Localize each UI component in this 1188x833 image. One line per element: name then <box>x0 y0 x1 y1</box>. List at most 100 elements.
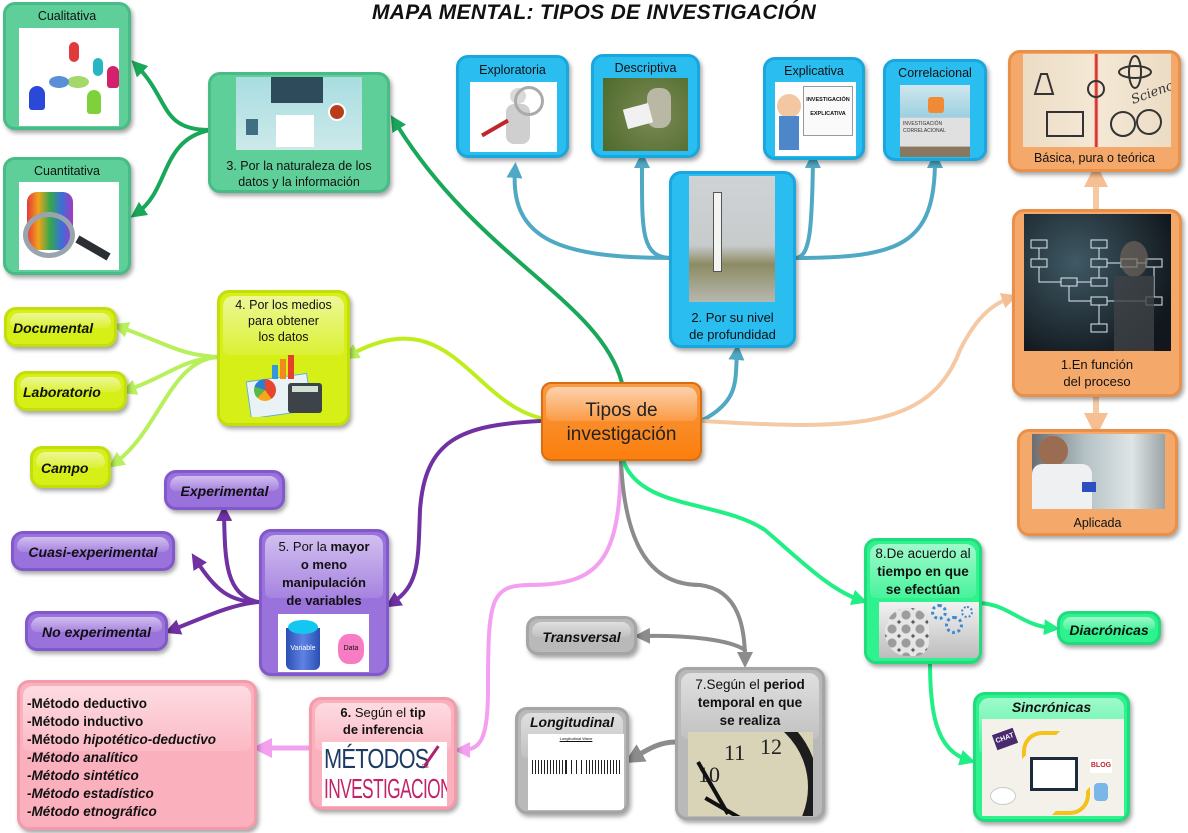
people-magnifier-image <box>19 182 119 270</box>
correlacional-cover-line2: CORRELACIONAL <box>903 128 946 134</box>
branch7-label-prefix: 7.Según el <box>695 677 760 692</box>
branch5-label-bold4: de variables <box>286 593 362 608</box>
longitudinal-node[interactable]: Longitudinal Longitudinal Wave <box>515 707 629 814</box>
branch3-node[interactable]: 3. Por la naturaleza de los datos y la i… <box>208 72 390 193</box>
cualitativa-node[interactable]: Cualitativa <box>3 2 131 130</box>
variable-bucket: Variable <box>286 628 320 670</box>
laboratorio-node[interactable]: Laboratorio <box>14 371 127 411</box>
cuasi-experimental-node[interactable]: Cuasi-experimental <box>11 531 175 571</box>
aplicada-node[interactable]: Aplicada <box>1017 429 1178 536</box>
person-drawing-flowchart-image <box>1024 214 1171 351</box>
center-node[interactable]: Tipos de investigación <box>541 382 702 461</box>
cuantitativa-node[interactable]: Cuantitativa <box>3 157 131 275</box>
branch4-node[interactable]: 4. Por los medios para obtener los datos <box>217 290 350 426</box>
sincronicas-node[interactable]: Sincrónicas CHAT BLOG <box>973 692 1130 822</box>
link-branch2-descriptiva <box>633 152 674 260</box>
person-writing-field-image <box>603 78 688 151</box>
branch6-label-num: 6. <box>340 705 352 720</box>
experimental-label: Experimental <box>180 483 269 499</box>
branch1-node[interactable]: 1.En función del proceso <box>1012 209 1182 397</box>
link-branch5-experimental <box>216 505 260 604</box>
exploratoria-node[interactable]: Exploratoria <box>456 55 569 158</box>
transversal-node[interactable]: Transversal <box>526 616 637 655</box>
methods-list: -Método deductivo -Método inductivo -Mét… <box>27 695 216 821</box>
branch7-node[interactable]: 7.Según el period temporal en que se rea… <box>675 667 825 820</box>
method-item: -Método etnográfico <box>27 803 216 821</box>
branch5-node[interactable]: 5. Por la mayor o meno manipulación de v… <box>259 529 389 676</box>
branch3-label: 3. Por la naturaleza de los datos y la i… <box>211 158 387 190</box>
chat-blog-laptop-image: CHAT BLOG <box>982 719 1124 816</box>
cuasi-experimental-label: Cuasi-experimental <box>28 544 158 560</box>
branch5-label-bold2: o meno <box>300 557 348 572</box>
branch1-label-line2: del proceso <box>1063 374 1131 389</box>
branch1-label: 1.En función del proceso <box>1015 356 1179 390</box>
branch7-label: 7.Según el period temporal en que se rea… <box>678 676 822 730</box>
branch3-label-line2: datos y la información <box>238 175 360 189</box>
explicativa-board-line2: EXPLICATIVA <box>810 111 846 117</box>
clock-head-gears-image <box>879 602 979 658</box>
method-item: -Método deductivo <box>27 695 216 713</box>
branch2-node[interactable]: 2. Por su nivel de profundidad <box>669 171 796 348</box>
longitudinal-wave-diagram: Longitudinal Wave <box>528 734 624 810</box>
coffee-cup-shape <box>328 103 346 121</box>
link-branch3-cualitativa <box>131 60 212 132</box>
link-center-branch1 <box>701 293 1018 427</box>
method-text: sintético <box>83 768 139 783</box>
exploratoria-label: Exploratoria <box>479 63 546 77</box>
basica-label: Básica, pura o teórica <box>1034 151 1155 165</box>
charts-calculator-image <box>242 355 330 417</box>
method-item: -Método estadístico <box>27 785 216 803</box>
link-branch4-campo <box>108 355 220 468</box>
link-branch3-cuantitativa <box>130 128 212 218</box>
branch2-label-line2: de profundidad <box>689 327 776 342</box>
branch5-label: 5. Por la mayor o meno manipulación de v… <box>262 538 386 610</box>
chat-badge: CHAT <box>991 727 1019 751</box>
svg-text:Science: Science <box>1129 76 1171 108</box>
branch3-label-line1: 3. Por la naturaleza de los <box>226 159 372 173</box>
branch7-label-bold1: period <box>763 677 805 692</box>
branch7-label-bold2: temporal en que <box>697 695 803 710</box>
diacronicas-node[interactable]: Diacrónicas <box>1057 611 1161 645</box>
branch6-node[interactable]: 6. Según el tip de inferencia MÉTODOS DE… <box>309 697 457 810</box>
document-shape <box>276 115 314 147</box>
branch7-label-bold3: se realiza <box>719 713 781 728</box>
calculator-shape <box>246 119 258 135</box>
descriptiva-node[interactable]: Descriptiva <box>591 54 700 158</box>
branch4-label: 4. Por los medios para obtener los datos <box>220 297 347 345</box>
link-branch7-transversal <box>634 627 747 652</box>
logo-investigacion: INVESTIGACION <box>324 773 447 804</box>
basica-node[interactable]: Science Básica, pura o teórica <box>1008 50 1181 172</box>
method-text: -Método <box>27 714 80 729</box>
link-center-branch4 <box>342 336 542 420</box>
link-branch2-explicativa <box>793 152 821 260</box>
campo-node[interactable]: Campo <box>30 446 111 488</box>
cualitativa-label: Cualitativa <box>37 9 97 23</box>
branch2-label-line1: 2. Por su nivel <box>691 310 774 325</box>
experimental-node[interactable]: Experimental <box>164 470 285 510</box>
branch8-label-bold2: se efectúan <box>885 582 961 597</box>
branch5-label-prefix: 5. Por la <box>278 539 327 554</box>
explicativa-node[interactable]: Explicativa INVESTIGACIÓN EXPLICATIVA <box>763 57 865 160</box>
no-experimental-node[interactable]: No experimental <box>25 611 168 651</box>
data-blob: Data <box>338 634 364 664</box>
method-text: -Método <box>27 804 80 819</box>
branch8-node[interactable]: 8.De acuerdo al tiempo en que se efectúa… <box>864 538 982 664</box>
magnifying-glass-figure-image <box>470 82 557 152</box>
documental-node[interactable]: Documental <box>4 307 117 347</box>
transversal-label: Transversal <box>542 629 621 645</box>
cuantitativa-label: Cuantitativa <box>33 164 100 178</box>
method-item: -Método hipotético-deductivo <box>27 731 216 749</box>
methods-list-node[interactable]: -Método deductivo -Método inductivo -Mét… <box>17 680 257 830</box>
longitudinal-label: Longitudinal <box>530 714 614 730</box>
investigacion-explicativa-board-image: INVESTIGACIÓN EXPLICATIVA <box>775 82 856 156</box>
link-branch2-exploratoria <box>506 162 674 260</box>
logo-metodos: MÉTODOS <box>324 743 429 774</box>
data-workspace-illustration <box>236 77 362 150</box>
center-label-line1: Tipos de <box>585 400 658 421</box>
link-branch5-noexp <box>164 600 260 635</box>
method-item: -Método sintético <box>27 767 216 785</box>
method-item: -Método inductivo <box>27 713 216 731</box>
logo-de: DE <box>422 764 429 770</box>
correlacional-node[interactable]: Correlacional INVESTIGACIÓN CORRELACIONA… <box>883 59 987 161</box>
method-text: -Método <box>27 786 80 801</box>
